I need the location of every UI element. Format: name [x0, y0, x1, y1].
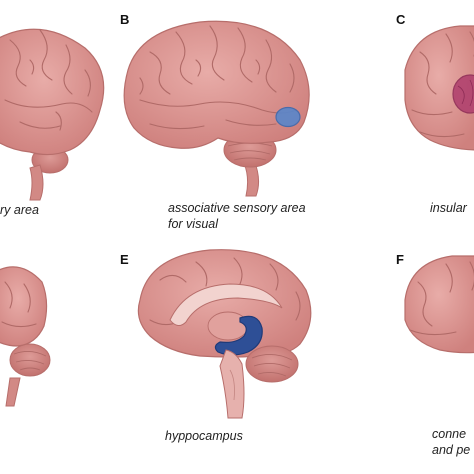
panel-letter-f: F — [396, 252, 404, 267]
panel-a-brain-lateral — [0, 29, 104, 200]
associative-visual-area-highlight — [276, 108, 300, 127]
panel-e-brain-medial — [138, 250, 310, 418]
panel-letter-c: C — [396, 12, 405, 27]
panel-f-brain-lateral — [405, 256, 474, 353]
caption-e-line-1: hyppocampus — [165, 428, 243, 444]
caption-b: associative sensory area for visual — [168, 200, 306, 232]
panel-d-brain-lateral — [0, 267, 50, 406]
caption-b-line-1: associative sensory area — [168, 200, 306, 216]
caption-f-line-2: and pe — [432, 442, 470, 458]
caption-a-line-1: ry area — [0, 202, 39, 218]
panel-letter-e: E — [120, 252, 129, 267]
caption-c: insular — [430, 200, 467, 216]
panel-b-brain-lateral — [124, 21, 309, 196]
caption-f: conne and pe — [432, 426, 470, 458]
caption-a: ry area — [0, 202, 39, 218]
caption-e: hyppocampus — [165, 428, 243, 444]
caption-f-line-1: conne — [432, 426, 470, 442]
caption-b-line-2: for visual — [168, 216, 306, 232]
panel-letter-b: B — [120, 12, 129, 27]
caption-c-line-1: insular — [430, 200, 467, 216]
panel-c-brain-lateral — [405, 26, 474, 150]
